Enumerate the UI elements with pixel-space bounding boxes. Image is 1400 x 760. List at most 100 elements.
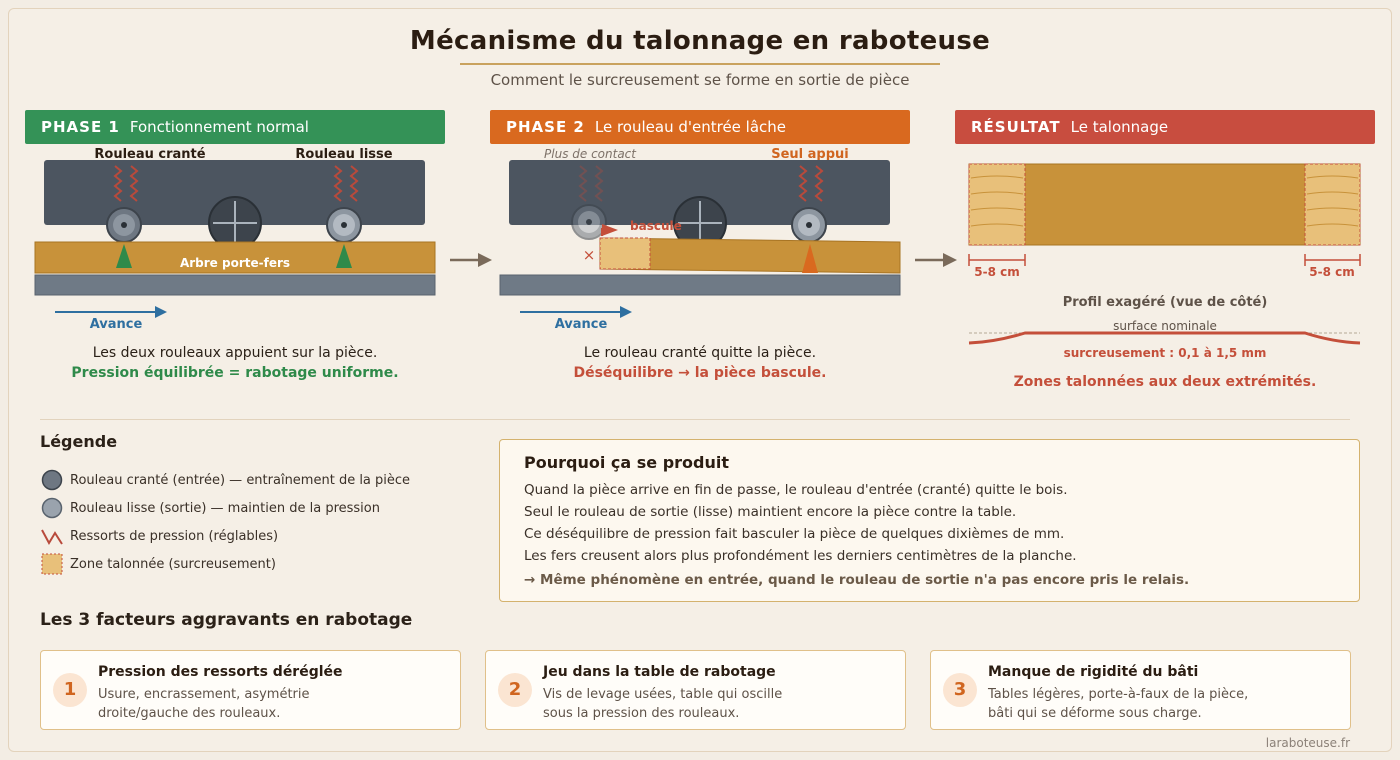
result-tag: RÉSULTAT	[971, 118, 1061, 136]
phase2-no-contact-label: Plus de contact	[544, 147, 637, 161]
phase1-pressure-arrow-right	[336, 244, 352, 268]
factor-line: sous la pression des rouleaux.	[543, 706, 740, 721]
title-underline	[460, 63, 940, 65]
phase2-spring-left-icon	[578, 165, 604, 202]
result-profile-title: Profil exagéré (vue de côté)	[1063, 295, 1268, 310]
legend-label: Zone talonnée (surcreusement)	[70, 556, 276, 572]
phase1-pressure-arrow-left	[116, 244, 132, 268]
result-dim-right-label: 5-8 cm	[1309, 265, 1354, 279]
factor-title: Jeu dans la table de rabotage	[543, 664, 776, 680]
phase2-snipe-zone	[599, 237, 651, 270]
phase2-header: PHASE 2 Le rouleau d'entrée lâche	[490, 110, 910, 144]
factor-line: bâti qui se déforme sous charge.	[988, 706, 1202, 721]
phase1-header: PHASE 1 Fonctionnement normal	[25, 110, 445, 144]
result-header: RÉSULTAT Le talonnage	[955, 110, 1375, 144]
phase1-roller-right-label: Rouleau lisse	[295, 147, 392, 162]
phase2-table	[499, 274, 901, 296]
legend-label: Rouleau cranté (entrée) — entraînement d…	[70, 472, 411, 488]
arrow-phase1-to-phase2	[450, 253, 492, 267]
phase1-notched-roller-icon	[106, 207, 142, 243]
phase2-smooth-roller-icon	[791, 207, 827, 243]
phase1-cutterhead-icon	[208, 196, 262, 250]
result-profile-curve	[968, 331, 1361, 345]
legend-label: Rouleau lisse (sortie) — maintien de la …	[70, 500, 380, 516]
legend-title: Légende	[40, 432, 118, 451]
snipe-zone-icon	[41, 553, 63, 575]
factor-title: Pression des ressorts déréglée	[98, 664, 343, 680]
phase2-only-support-label: Seul appui	[771, 147, 849, 162]
why-line: Quand la pièce arrive en fin de passe, l…	[524, 482, 1068, 498]
phase2-no-contact-cross: ×	[583, 246, 596, 264]
phase2-tilt-label: bascule	[630, 219, 682, 233]
phase1-label: Fonctionnement normal	[129, 118, 309, 136]
phase1-spring-right-icon	[333, 165, 359, 202]
phase1-smooth-roller-icon	[326, 207, 362, 243]
result-snipe-zone-left	[968, 163, 1026, 246]
factor-card: 2 Jeu dans la table de rabotage Vis de l…	[485, 650, 906, 730]
phase2-cutterhead-icon	[673, 196, 727, 250]
result-conclusion: Zones talonnées aux deux extrémités.	[1013, 374, 1317, 390]
why-line: Les fers creusent alors plus profondémen…	[524, 548, 1077, 564]
factor-card: 3 Manque de rigidité du bâti Tables légè…	[930, 650, 1351, 730]
phase1-table	[34, 274, 436, 296]
why-title: Pourquoi ça se produit	[524, 453, 729, 472]
phase1-roller-left-label: Rouleau cranté	[94, 147, 205, 162]
phase2-tag: PHASE 2	[506, 118, 585, 136]
phase1-tag: PHASE 1	[41, 118, 120, 136]
phase2-spring-right-icon	[798, 165, 824, 202]
legend-item-notched-roller: Rouleau cranté (entrée) — entraînement d…	[40, 469, 410, 491]
why-line: Seul le rouleau de sortie (lisse) mainti…	[524, 504, 1017, 520]
result-overcut-label: surcreusement : 0,1 à 1,5 mm	[1064, 346, 1267, 360]
factor-number: 2	[498, 673, 532, 707]
factor-line: Vis de levage usées, table qui oscille	[543, 687, 783, 702]
why-line: Ce déséquilibre de pression fait bascule…	[524, 526, 1065, 542]
page-title: Mécanisme du talonnage en raboteuse	[409, 26, 991, 56]
phase2-notched-roller-icon	[571, 204, 607, 240]
legend-item-spring: Ressorts de pression (réglables)	[40, 525, 278, 547]
notched-roller-icon	[41, 469, 63, 491]
smooth-roller-icon	[41, 497, 63, 519]
legend-item-smooth-roller: Rouleau lisse (sortie) — maintien de la …	[40, 497, 380, 519]
result-dim-left-label: 5-8 cm	[974, 265, 1019, 279]
result-snipe-zone-right	[1304, 163, 1361, 246]
factor-description: Vis de levage usées, table qui oscille so…	[543, 685, 893, 723]
phase2-feed-label: Avance	[555, 317, 608, 332]
factor-description: Usure, encrassement, asymétrie droite/gau…	[98, 685, 448, 723]
phase2-diagram: Plus de contact Seul appui bascule × Ava…	[499, 147, 901, 332]
factor-line: Tables légères, porte-à-faux de la pièce…	[988, 687, 1249, 702]
factor-line: droite/gauche des rouleaux.	[98, 706, 281, 721]
phase2-caption: Le rouleau cranté quitte la pièce.	[583, 345, 817, 361]
factor-description: Tables légères, porte-à-faux de la pièce…	[988, 685, 1338, 723]
section-divider	[40, 419, 1350, 420]
factor-card: 1 Pression des ressorts déréglée Usure, …	[40, 650, 461, 730]
arrow-phase2-to-result	[915, 253, 957, 267]
why-box: Pourquoi ça se produit Quand la pièce ar…	[499, 439, 1360, 602]
legend-label: Ressorts de pression (réglables)	[70, 528, 279, 544]
spring-icon	[41, 529, 63, 546]
result-dim-right	[1304, 254, 1361, 266]
phase2-caption-bold: Déséquilibre → la pièce bascule.	[573, 365, 827, 381]
factor-line: Usure, encrassement, asymétrie	[98, 687, 310, 702]
result-label: Le talonnage	[1070, 118, 1169, 136]
phase1-feed-label: Avance	[90, 317, 143, 332]
phase2-label: Le rouleau d'entrée lâche	[594, 118, 787, 136]
phase1-caption: Les deux rouleaux appuient sur la pièce.	[92, 345, 378, 361]
phase1-spring-left-icon	[113, 165, 139, 202]
phase1-feed-arrowhead	[155, 306, 167, 318]
factor-title: Manque de rigidité du bâti	[988, 664, 1199, 680]
phase1-machine-head	[44, 160, 425, 225]
why-note: → Même phénomène en entrée, quand le rou…	[524, 572, 1190, 588]
factor-number: 1	[53, 673, 87, 707]
phase1-shaft-label: Arbre porte-fers	[180, 256, 290, 270]
result-nominal-label: surface nominale	[1113, 319, 1217, 333]
phase2-pressure-arrow	[802, 244, 818, 273]
phase2-tilt-arrowhead	[602, 224, 618, 236]
factors-title: Les 3 facteurs aggravants en rabotage	[40, 610, 413, 630]
phase1-caption-bold: Pression équilibrée = rabotage uniforme.	[71, 365, 399, 381]
phase1-workpiece	[34, 241, 436, 274]
site-credit[interactable]: laraboteuse.fr	[1265, 736, 1350, 750]
phase2-feed-arrowhead	[620, 306, 632, 318]
result-diagram: 5-8 cm 5-8 cm Profil exagéré (vue de côt…	[968, 163, 1361, 360]
phase1-diagram: Rouleau cranté Rouleau lisse Arbre porte…	[34, 147, 436, 332]
legend-item-snipe-zone: Zone talonnée (surcreusement)	[40, 553, 276, 575]
